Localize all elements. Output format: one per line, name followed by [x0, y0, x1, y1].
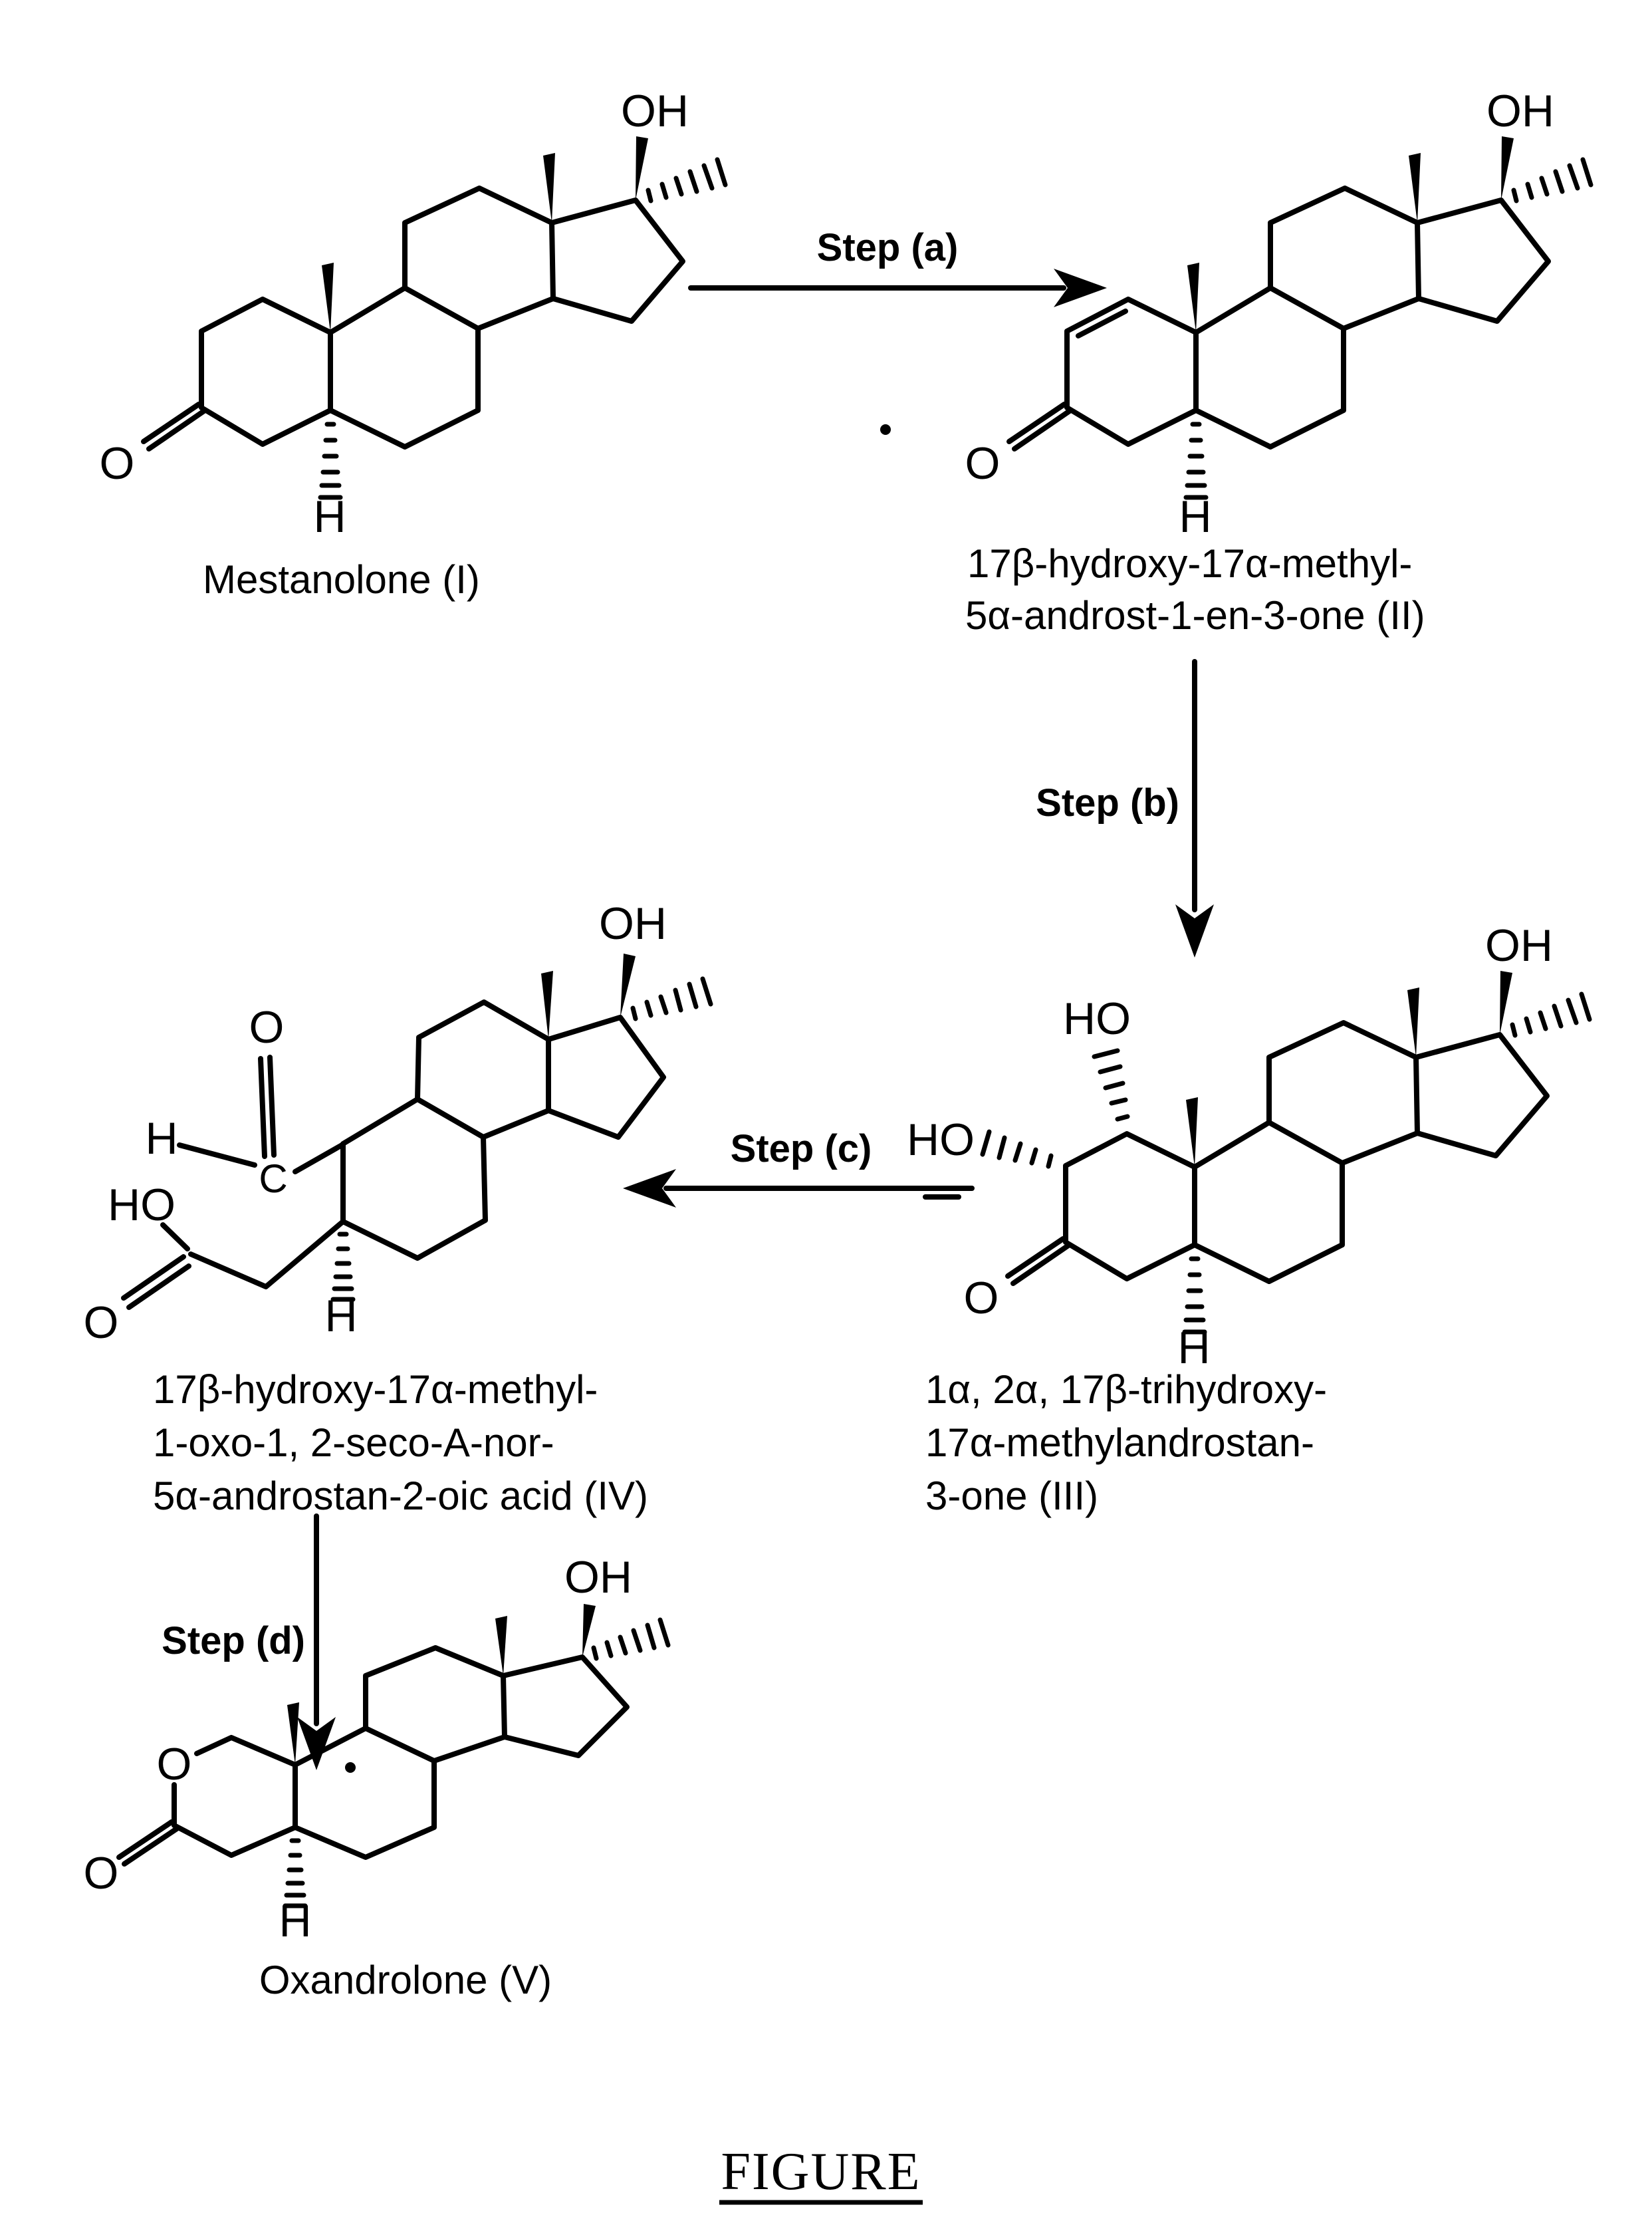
aldehyde-double-bond	[258, 1055, 277, 1159]
delta1-ene-double-bond	[1076, 309, 1128, 338]
c10-methyl-wedge	[287, 1702, 299, 1765]
acid-hydroxy-label: HO	[108, 1180, 176, 1230]
step-d-reaction: Step (d)	[162, 1513, 336, 1770]
ketone-oxygen-label: O	[965, 438, 1001, 489]
arrow-down-head	[1175, 904, 1214, 958]
compound-name-line-3: 3-one (III)	[925, 1474, 1098, 1518]
ketone-oxygen-label: O	[84, 1848, 119, 1898]
c17-hydroxy-wedge	[582, 1604, 596, 1657]
alpha-hydrogen-label: H	[1177, 1323, 1210, 1373]
c1-alpha-hydroxy-hash-bond	[1092, 1048, 1130, 1122]
alpha-hydrogen-label: H	[324, 1291, 357, 1341]
compound-name-line-2: 5α-androst-1-en-3-one (II)	[965, 593, 1425, 638]
c17-methyl-hash-bond	[591, 1617, 671, 1661]
steroid-skeleton	[144, 136, 725, 497]
arrow-right-head	[1054, 269, 1107, 307]
step-b-reaction: Step (b)	[1036, 659, 1214, 958]
ketone-oxygen-label: O	[964, 1273, 999, 1323]
molecule-I-mestanolone: OH O H Mestanolone (I)	[100, 86, 725, 602]
ring-bonds	[172, 1645, 630, 1860]
compound-name: Mestanolone (I)	[203, 557, 480, 602]
c5-alpha-h-dash-bond	[283, 1838, 308, 1908]
alpha-hydrogen-label: H	[313, 491, 346, 542]
compound-name-line-3: 5α-androstan-2-oic acid (IV)	[153, 1474, 648, 1518]
ring-oxygen-label: O	[157, 1739, 192, 1789]
compound-name-line-2: 1-oxo-1, 2-seco-A-nor-	[153, 1420, 554, 1465]
steroid-skeleton	[1009, 136, 1591, 497]
compound-name-line-1: 1α, 2α, 17β-trihydroxy-	[925, 1367, 1327, 1412]
c2-hydroxy-label: HO	[907, 1114, 975, 1165]
alpha-hydrogen-label: H	[279, 1896, 311, 1946]
acid-carbonyl-double-bond	[121, 1254, 191, 1310]
step-c-reaction: Step (c)	[623, 1127, 975, 1208]
scan-dot-artifact	[880, 424, 891, 435]
lactone-carbonyl-double-bond	[116, 1819, 179, 1867]
figure-caption: FIGURE	[721, 2143, 921, 2201]
c13-methyl-wedge	[495, 1616, 507, 1676]
step-c-label: Step (c)	[731, 1127, 872, 1170]
hydroxyl-label: OH	[564, 1552, 632, 1603]
arrow-left-head	[623, 1169, 676, 1208]
c17-methyl-hash-bond	[630, 976, 713, 1021]
molecule-IV-seco-acid: OH O H C HO O H 17β-hydroxy-17α-methyl- …	[84, 898, 713, 1518]
compound-name: Oxandrolone (V)	[259, 1958, 552, 2002]
ring-bonds	[340, 999, 666, 1261]
aldehyde-oxygen-label: O	[249, 1002, 285, 1053]
aldehyde-and-acid-chain-bonds	[160, 1142, 346, 1289]
molecule-II: OH O H 17β-hydroxy-17α-methyl- 5α-andros…	[965, 86, 1591, 638]
arrow-down-head	[297, 1717, 336, 1770]
hydroxyl-label: OH	[599, 898, 667, 949]
step-a-reaction: Step (a)	[688, 226, 1107, 307]
compound-name-line-1: 17β-hydroxy-17α-methyl-	[967, 541, 1412, 586]
aldehyde-carbon-label: C	[259, 1156, 287, 1201]
c5-alpha-h-dash-bond	[330, 1232, 356, 1302]
hydroxyl-label: OH	[1486, 86, 1554, 136]
c2-alpha-hydroxy-hash-bond	[980, 1129, 1054, 1169]
hydroxyl-label: OH	[621, 86, 689, 136]
compound-name-line-2: 17α-methylandrostan-	[925, 1420, 1314, 1465]
c17-hydroxy-wedge	[620, 954, 636, 1017]
acid-oxygen-label: O	[84, 1297, 119, 1348]
step-d-label: Step (d)	[162, 1619, 305, 1662]
step-b-label: Step (b)	[1036, 781, 1179, 825]
c1-hydroxy-label: HO	[1063, 993, 1131, 1044]
compound-name-line-1: 17β-hydroxy-17α-methyl-	[153, 1367, 598, 1412]
ketone-oxygen-label: O	[100, 438, 135, 489]
step-a-label: Step (a)	[817, 226, 959, 269]
scan-dot-artifact	[345, 1762, 356, 1773]
aldehyde-hydrogen-label: H	[145, 1113, 177, 1164]
figure-caption-group: FIGURE	[719, 2143, 923, 2205]
hydroxyl-label: OH	[1485, 920, 1553, 971]
molecule-V-oxandrolone: O O OH H Oxandrolone (V)	[84, 1552, 671, 2002]
molecule-III: HO HO OH O H 1α, 2α, 17β-trihydroxy- 17α…	[907, 920, 1590, 1518]
c13-methyl-wedge	[541, 971, 553, 1039]
alpha-hydrogen-label: H	[1179, 491, 1211, 542]
